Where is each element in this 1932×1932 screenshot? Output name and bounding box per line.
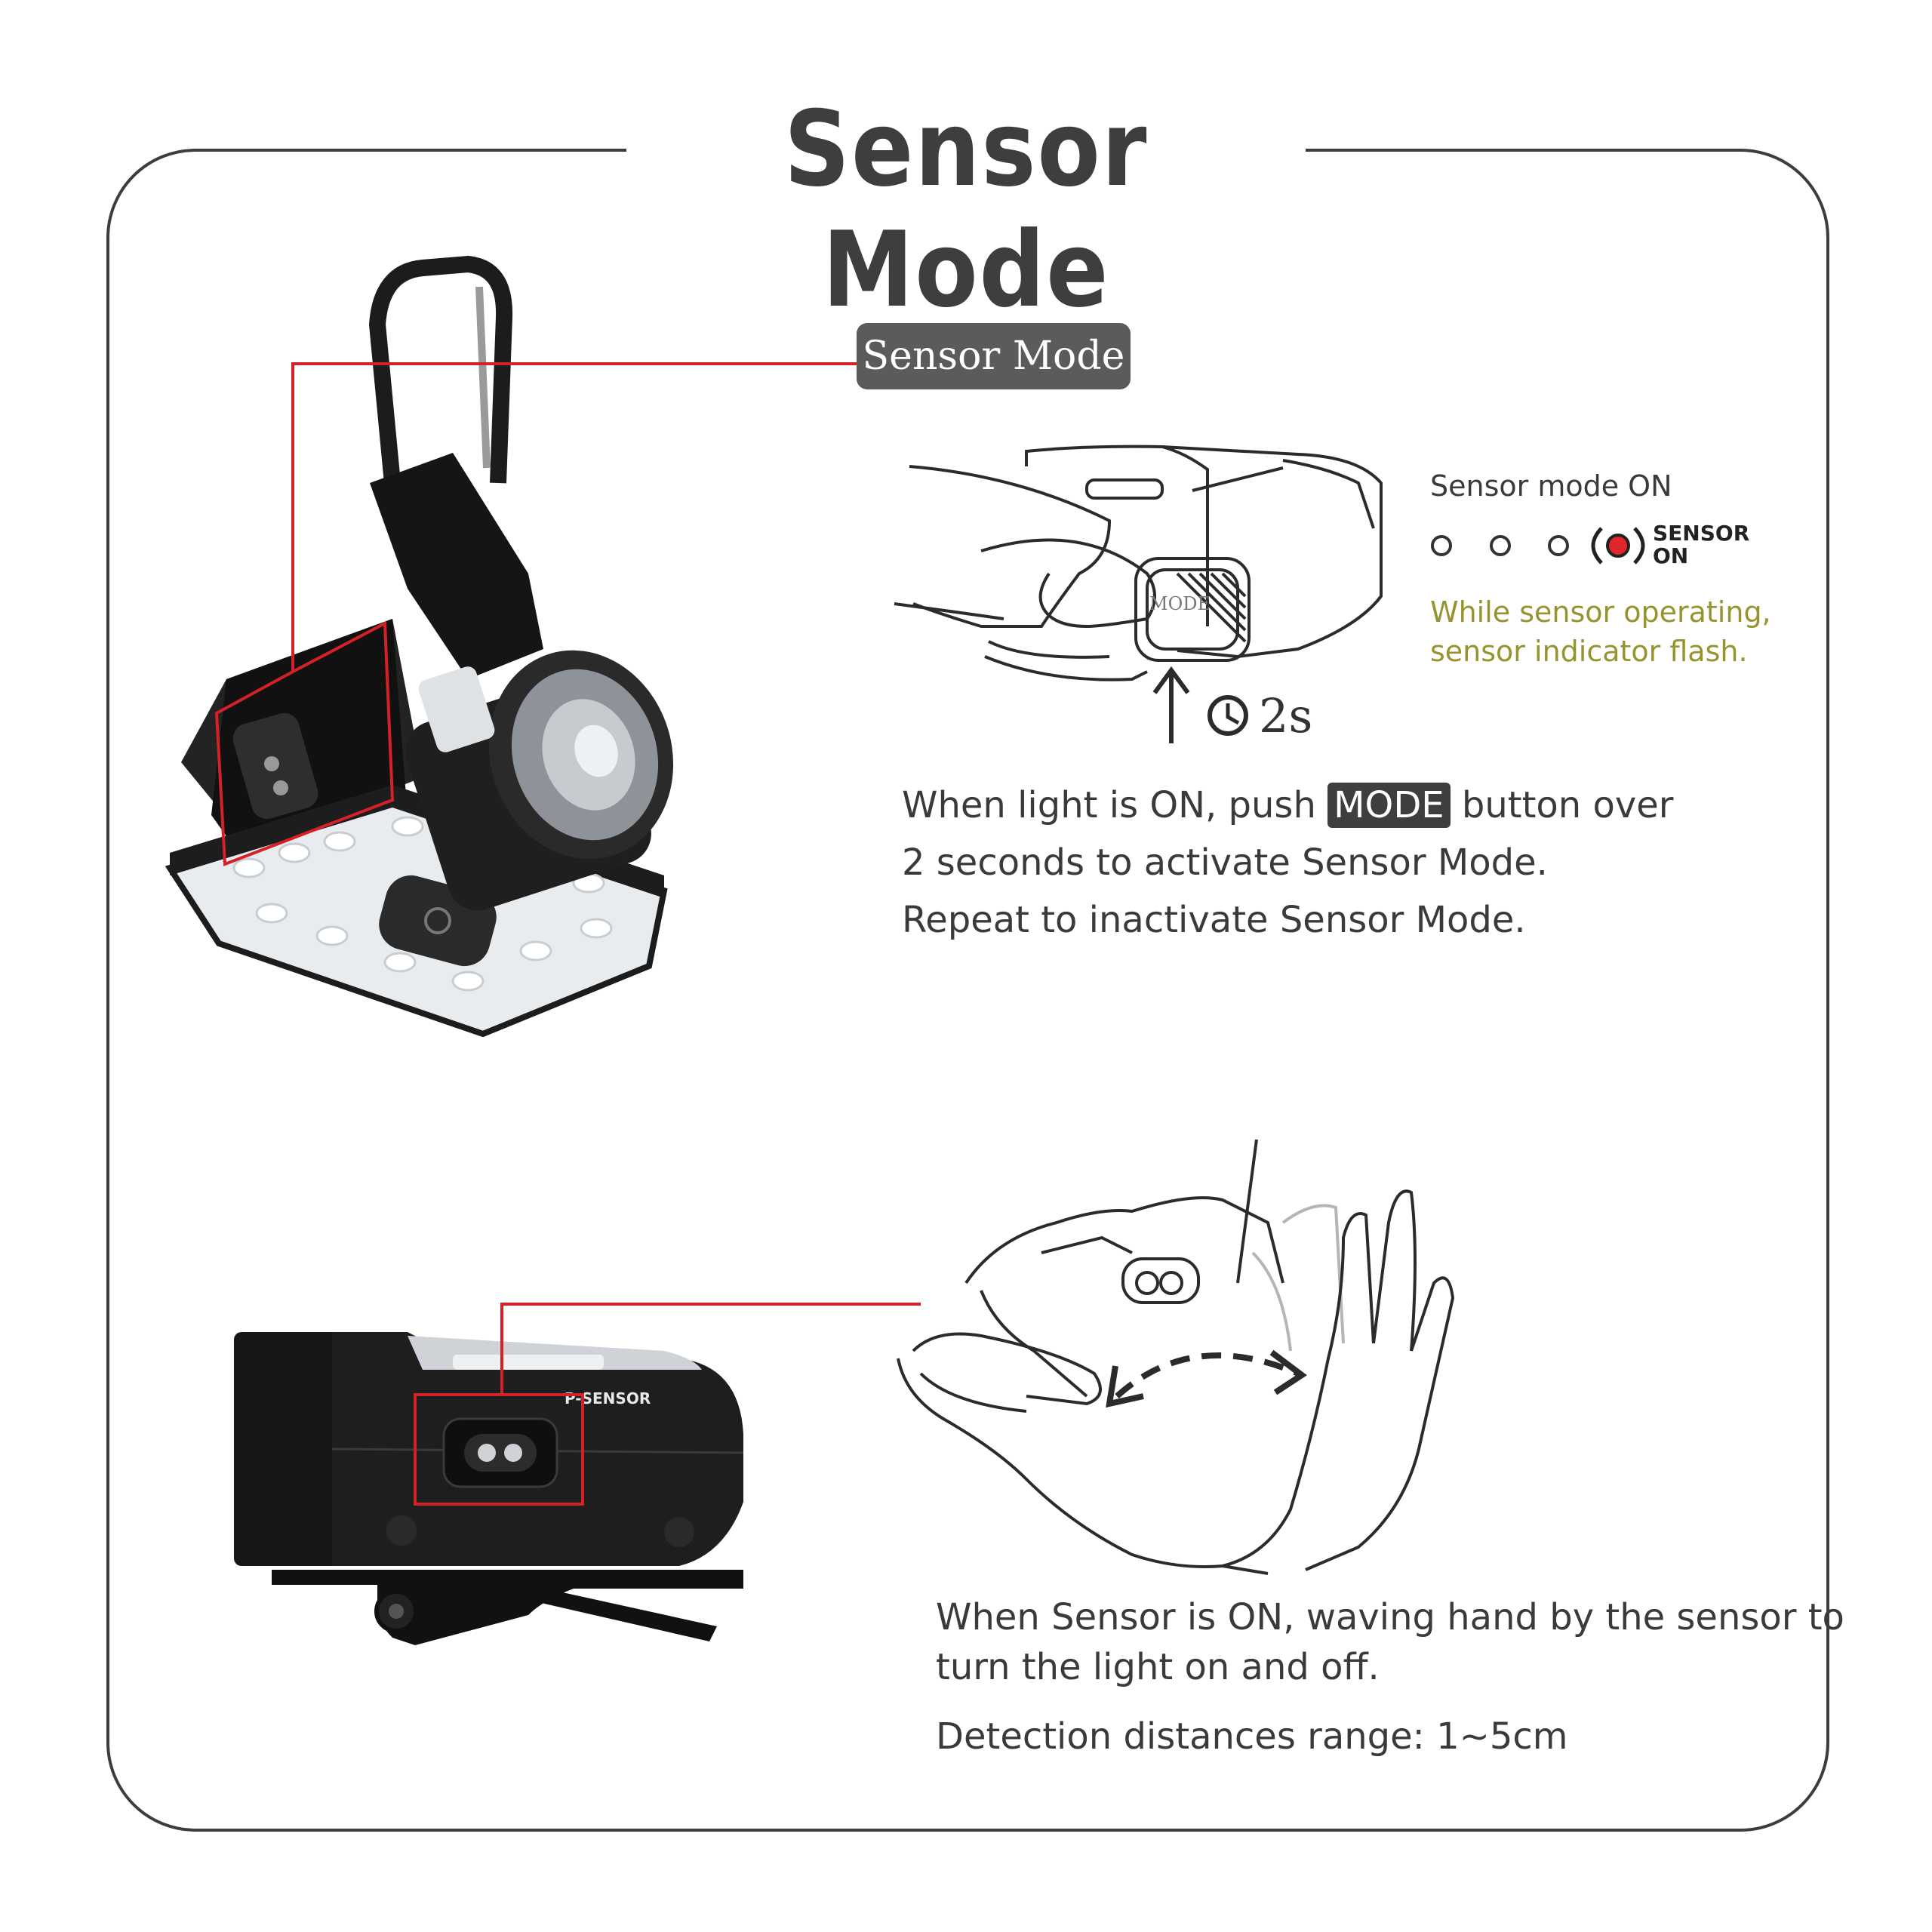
activate-line3: Repeat to inactivate Sensor Mode. <box>902 899 1526 941</box>
callout-lines-bottom <box>414 1303 921 1506</box>
activate-line2: 2 seconds to activate Sensor Mode. <box>902 841 1548 884</box>
sensor-mode-tag: Sensor Mode <box>857 323 1131 389</box>
indicator-title: Sensor mode ON <box>1430 469 1672 503</box>
indicator-hint-line2: sensor indicator flash. <box>1430 635 1748 668</box>
wave-line2: turn the light on and off. <box>936 1646 1380 1688</box>
indicator-hint-line1: While sensor operating, <box>1430 595 1771 629</box>
carabiner-lantern-image <box>165 255 674 1038</box>
side-view-lantern-image <box>234 1332 744 1645</box>
indicator-state-line2: ON <box>1653 543 1689 568</box>
mode-press-illustration <box>894 445 1383 743</box>
activate-line1-before: When light is ON, push <box>902 784 1316 826</box>
indicator-lights <box>1431 527 1645 565</box>
mode-label-on-drawing: MODE <box>1149 593 1211 614</box>
title-gap <box>626 113 1306 181</box>
hold-duration: 2s <box>1259 688 1313 743</box>
callout-lines-top <box>214 362 857 866</box>
mode-button-chip: MODE <box>1327 783 1451 828</box>
indicator-state-label: SENSOR ON <box>1653 522 1749 568</box>
p-sensor-label: P-SENSOR <box>565 1389 651 1407</box>
activate-line1: When light is ON, push MODE button over <box>902 782 1674 829</box>
wave-line3: Detection distances range: 1~5cm <box>936 1715 1568 1758</box>
indicator-hint: While sensor operating, sensor indicator… <box>1430 592 1771 671</box>
hand-wave-illustration <box>897 1139 1455 1575</box>
indicator-dot-3 <box>1548 535 1569 556</box>
indicator-state-line1: SENSOR <box>1653 521 1750 546</box>
wave-line1: When Sensor is ON, waving hand by the se… <box>936 1596 1844 1638</box>
indicator-dot-1 <box>1431 535 1452 556</box>
page-title: Sensor Mode <box>783 88 1149 331</box>
indicator-dot-active <box>1606 534 1630 558</box>
indicator-dot-2 <box>1490 535 1511 556</box>
activate-line1-after: button over <box>1461 784 1674 826</box>
